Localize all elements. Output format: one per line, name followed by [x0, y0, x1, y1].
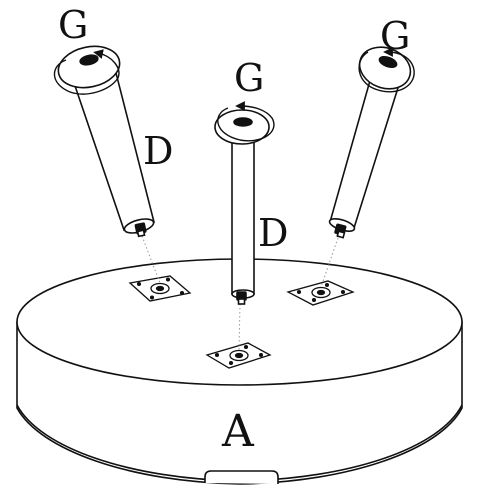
label-g-right: G: [380, 14, 410, 58]
label-d-center: D: [258, 211, 288, 255]
flange-left: [57, 45, 121, 89]
base-slot: [204, 470, 279, 484]
guide-lines: [141, 235, 339, 351]
label-a: A: [221, 406, 255, 457]
leg-left: [57, 45, 155, 238]
rotate-arrow-right: [358, 47, 415, 93]
label-g-center: G: [234, 56, 264, 100]
guide-line-right: [320, 237, 339, 288]
leg-right: [328, 46, 412, 239]
plate-center: [205, 342, 272, 369]
rotate-arrow-left: [53, 49, 120, 95]
rotate-arrow-center: [217, 101, 275, 142]
plate-left: [128, 275, 192, 302]
guide-line-left: [141, 235, 161, 284]
leg-center: [214, 109, 270, 305]
label-d-left: D: [143, 129, 173, 173]
plate-right: [286, 280, 355, 306]
label-g-left: G: [58, 3, 88, 47]
